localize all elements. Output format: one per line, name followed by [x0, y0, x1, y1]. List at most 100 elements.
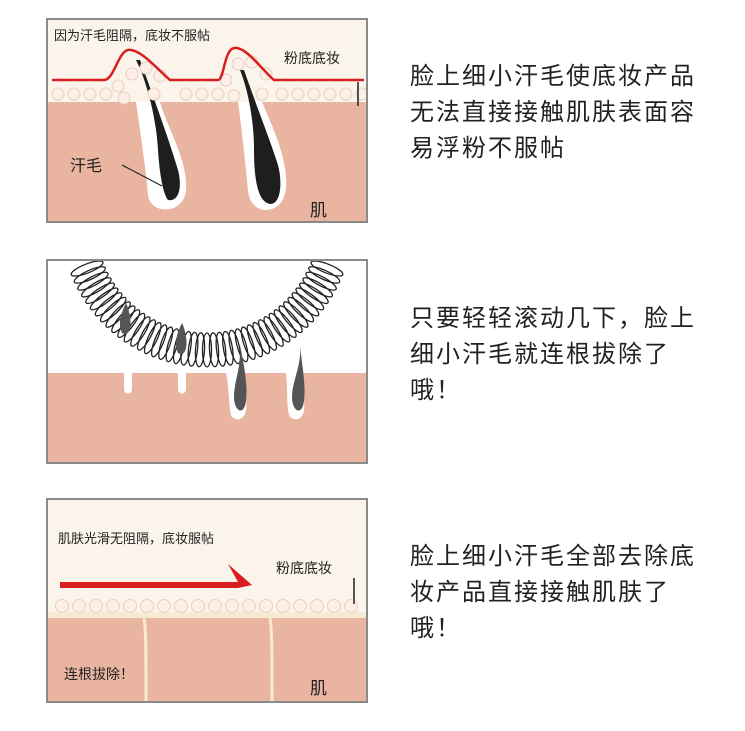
- panel-top-label: 因为汗毛阻隔，底妆不服帖: [54, 29, 211, 44]
- roller-bristle: [94, 292, 123, 317]
- skin-layer: [48, 102, 366, 221]
- powder-bead: [179, 87, 193, 101]
- panel-after-description: 脸上细小汗毛全部去除底妆产品直接接触肌肤了哦！: [410, 542, 696, 642]
- roller-bristle: [187, 331, 199, 367]
- hair-strand: [136, 60, 180, 201]
- panel-before: 因为汗毛阻隔，底妆不服帖 粉底底妆 汗毛 肌: [46, 18, 368, 223]
- roller-bristle: [278, 305, 303, 334]
- roller-bristle: [99, 296, 127, 323]
- roller-bristle: [305, 271, 337, 291]
- roller-bristle: [143, 321, 162, 355]
- powder-bead: [99, 87, 113, 101]
- roller-bristle: [89, 287, 119, 311]
- powder-bead: [125, 67, 139, 81]
- roller-bristle: [283, 301, 309, 328]
- roller-bristle: [273, 309, 297, 339]
- makeup-label: 粉底底妆: [276, 561, 332, 577]
- hair-strand: [234, 345, 247, 411]
- roller-bristle: [287, 296, 315, 323]
- roller-bristle: [228, 329, 242, 365]
- panel-top-label: 肌肤光滑无阻隔，底妆服帖: [58, 532, 215, 547]
- roller-bristle: [302, 277, 334, 298]
- hair-label: 汗毛: [70, 156, 103, 175]
- skin-gap: [268, 617, 274, 701]
- makeup-label: 粉底底妆: [284, 51, 340, 67]
- powder-bead: [307, 87, 321, 101]
- powder-bead: [140, 599, 154, 613]
- powder-bead: [72, 599, 86, 613]
- powder-bead: [291, 87, 305, 101]
- roller-bristle: [215, 331, 227, 367]
- skin-layer: [48, 373, 366, 462]
- powder-bead: [123, 599, 137, 613]
- removed-label: 连根拔除！: [64, 667, 134, 683]
- powder-bead: [106, 599, 120, 613]
- skin-label: 肌: [310, 201, 327, 221]
- roller-bristle: [263, 316, 284, 347]
- roller-bristle: [158, 326, 174, 361]
- powder-bead: [147, 87, 161, 101]
- powder-bead: [276, 599, 290, 613]
- roller-bristle: [85, 282, 116, 305]
- hair-strand: [292, 345, 305, 411]
- roller-bristle: [268, 312, 291, 343]
- powder-bead: [227, 89, 241, 103]
- powder-bead: [344, 599, 358, 613]
- roller-bristle: [222, 330, 234, 366]
- roller-bristle: [234, 328, 249, 363]
- powder-bead: [225, 599, 239, 613]
- powder-bead: [310, 599, 324, 613]
- panel-before-description: 脸上细小汗毛使底妆产品无法直接接触肌肤表面容易浮粉不服帖: [410, 62, 696, 162]
- roller-bristle: [246, 324, 264, 358]
- makeup-powder-beads: [51, 55, 366, 105]
- diagram-after: [48, 564, 366, 701]
- roller-bristle: [194, 332, 206, 368]
- powder-bead: [139, 61, 153, 75]
- powder-bead: [255, 87, 269, 101]
- powder-bead: [195, 87, 209, 101]
- powder-bead: [208, 599, 222, 613]
- empty-follicle: [124, 373, 132, 394]
- roller-bristle: [80, 277, 112, 298]
- roller-bristle: [307, 266, 341, 284]
- roller-bristle: [70, 261, 104, 277]
- roller-bristle: [73, 266, 107, 284]
- roller-bristle: [123, 312, 146, 343]
- powder-bead: [174, 599, 188, 613]
- powder-bead: [259, 599, 273, 613]
- makeup-film: [48, 612, 366, 618]
- powder-bead: [191, 599, 205, 613]
- roller-bristle: [240, 326, 256, 361]
- powder-bead: [55, 599, 69, 613]
- hair-label-pointer: [121, 164, 163, 187]
- powder-bead: [211, 87, 225, 101]
- diagram-rolling: [48, 261, 366, 462]
- skin-layer: [48, 618, 366, 701]
- powder-bead: [83, 87, 97, 101]
- skin-gap: [142, 617, 148, 701]
- panel-rolling-description: 只要轻轻滚动几下，脸上细小汗毛就连根拔除了哦！: [410, 304, 696, 404]
- plucked-hair: [175, 323, 187, 355]
- diagram-before: [48, 46, 366, 221]
- roller-bristle: [130, 316, 151, 347]
- roller-bristle: [208, 332, 220, 368]
- panel-rolling: [46, 259, 368, 464]
- roller-bristle: [298, 282, 329, 305]
- panel-after: 肌肤光滑无阻隔，底妆服帖 粉底底妆 连根拔除！ 肌: [46, 498, 368, 703]
- powder-bead: [67, 87, 81, 101]
- powder-bead: [117, 91, 131, 105]
- powder-bead: [157, 599, 171, 613]
- skin-label: 肌: [310, 679, 327, 699]
- plucked-hair: [119, 303, 131, 335]
- hair-strand: [240, 70, 281, 204]
- roller-bristle: [136, 319, 157, 351]
- powder-bead: [339, 87, 353, 101]
- arrow-right-icon: [60, 564, 252, 588]
- makeup-powder-beads: [55, 599, 358, 613]
- makeup-line: [52, 46, 364, 82]
- powder-bead: [275, 87, 289, 101]
- powder-bead: [242, 599, 256, 613]
- roller-bristle: [77, 271, 109, 291]
- powder-bead: [293, 599, 307, 613]
- powder-bead: [89, 599, 103, 613]
